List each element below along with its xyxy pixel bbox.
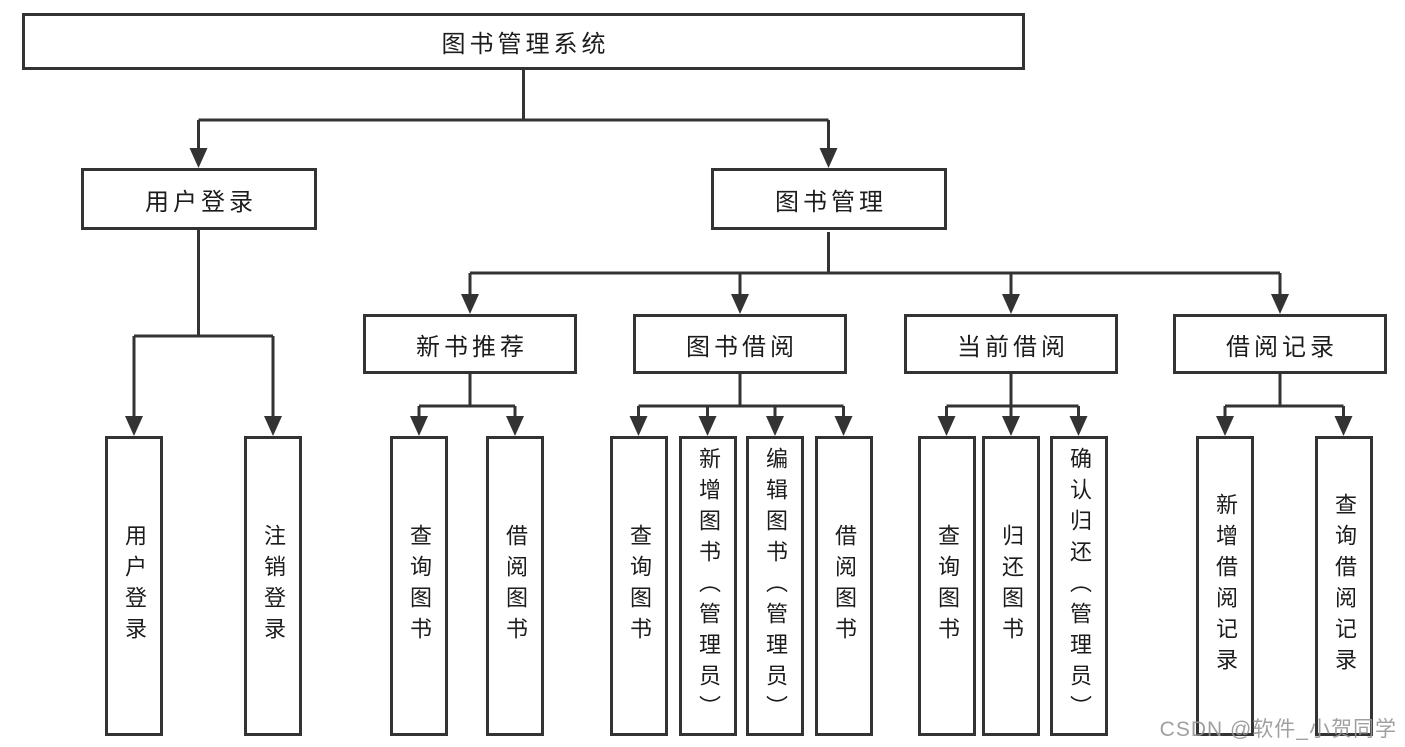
leaf-borrow-books: 借阅图书: [815, 436, 873, 736]
leaf-user-login-label: 用户登录: [122, 524, 147, 648]
leaf-edit-books-admin-label: 编辑图书（管理员）: [763, 446, 788, 726]
leaf-return-books-label: 归还图书: [999, 524, 1024, 648]
leaf-query-books-current: 查询图书: [918, 436, 976, 736]
leaf-logout-label: 注销登录: [261, 524, 286, 648]
leaf-query-books-current-label: 查询图书: [935, 524, 960, 648]
leaf-query-books-recommend: 查询图书: [390, 436, 448, 736]
node-library-management-system: 图书管理系统: [22, 13, 1025, 70]
leaf-borrow-books-recommend: 借阅图书: [486, 436, 544, 736]
leaf-confirm-return-admin-label: 确认归还（管理员）: [1067, 446, 1092, 726]
node-borrowing-records: 借阅记录: [1173, 314, 1387, 374]
leaf-add-books-admin-label: 新增图书（管理员）: [696, 446, 721, 726]
leaf-borrow-books-recommend-label: 借阅图书: [503, 524, 528, 648]
leaf-add-books-admin: 新增图书（管理员）: [679, 436, 737, 736]
leaf-query-books-borrow-label: 查询图书: [627, 524, 652, 648]
leaf-query-borrow-record: 查询借阅记录: [1315, 436, 1373, 736]
node-user-login: 用户登录: [81, 168, 317, 230]
leaf-query-borrow-record-label: 查询借阅记录: [1332, 493, 1357, 679]
leaf-user-login: 用户登录: [105, 436, 163, 736]
node-book-borrowing: 图书借阅: [633, 314, 847, 374]
leaf-add-borrow-record-label: 新增借阅记录: [1213, 493, 1238, 679]
leaf-borrow-books-label: 借阅图书: [832, 524, 857, 648]
leaf-edit-books-admin: 编辑图书（管理员）: [746, 436, 804, 736]
node-current-borrowing: 当前借阅: [904, 314, 1118, 374]
node-book-management: 图书管理: [711, 168, 947, 230]
leaf-logout: 注销登录: [244, 436, 302, 736]
leaf-add-borrow-record: 新增借阅记录: [1196, 436, 1254, 736]
leaf-query-books-recommend-label: 查询图书: [407, 524, 432, 648]
csdn-watermark: CSDN @软件_小贺同学: [1159, 718, 1397, 741]
arrowheads: [125, 148, 1353, 436]
leaf-query-books-borrow: 查询图书: [610, 436, 668, 736]
leaf-confirm-return-admin: 确认归还（管理员）: [1050, 436, 1108, 736]
node-new-book-recommendation: 新书推荐: [363, 314, 577, 374]
leaf-return-books: 归还图书: [982, 436, 1040, 736]
